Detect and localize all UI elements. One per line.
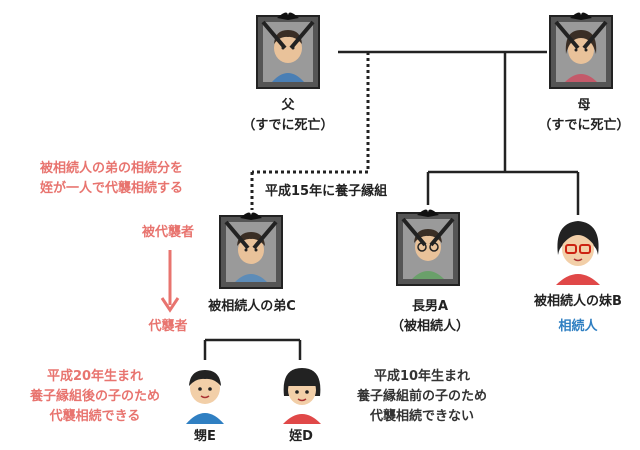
mother-portrait [549, 12, 613, 89]
niece-note-line3: 代襲相続できない [369, 409, 475, 424]
left-note-line1: 被相続人の弟の相続分を [40, 161, 184, 176]
father-portrait [256, 12, 320, 89]
hidaishu-label: 被代襲者 [141, 225, 195, 240]
father-name: 父 [281, 98, 295, 113]
mother-status: （すでに死亡） [538, 118, 630, 133]
nephew-e-name: 甥E [194, 429, 216, 444]
eldest-a-name: 長男A [411, 299, 449, 314]
brother-c-portrait [219, 212, 283, 289]
nephew-note-line1: 平成20年生まれ [46, 369, 144, 384]
daishu-label: 代襲者 [148, 319, 188, 334]
eldest-a-role: （被相続人） [390, 319, 470, 334]
adoption-label: 平成15年に養子縁組 [265, 184, 388, 199]
niece-note-line2: 養子縁組前の子のため [356, 389, 488, 404]
brother-c-name: 被相続人の弟C [208, 299, 296, 314]
nephew-e-avatar [186, 370, 224, 424]
father-status: （すでに死亡） [242, 118, 334, 133]
nephew-note-line3: 代襲相続できる [49, 409, 141, 424]
sister-b-avatar [556, 221, 600, 285]
eldest-a-portrait [396, 209, 460, 286]
niece-d-name: 姪D [289, 429, 313, 444]
mother-name: 母 [577, 98, 591, 113]
nephew-note-line2: 養子縁組後の子のため [29, 389, 161, 404]
niece-d-avatar [283, 368, 321, 424]
sister-b-name: 被相続人の妹B [534, 294, 622, 309]
sister-b-role: 相続人 [558, 319, 598, 334]
niece-note-line1: 平成10年生まれ [373, 369, 471, 384]
left-note-line2: 姪が一人で代襲相続する [40, 181, 184, 196]
